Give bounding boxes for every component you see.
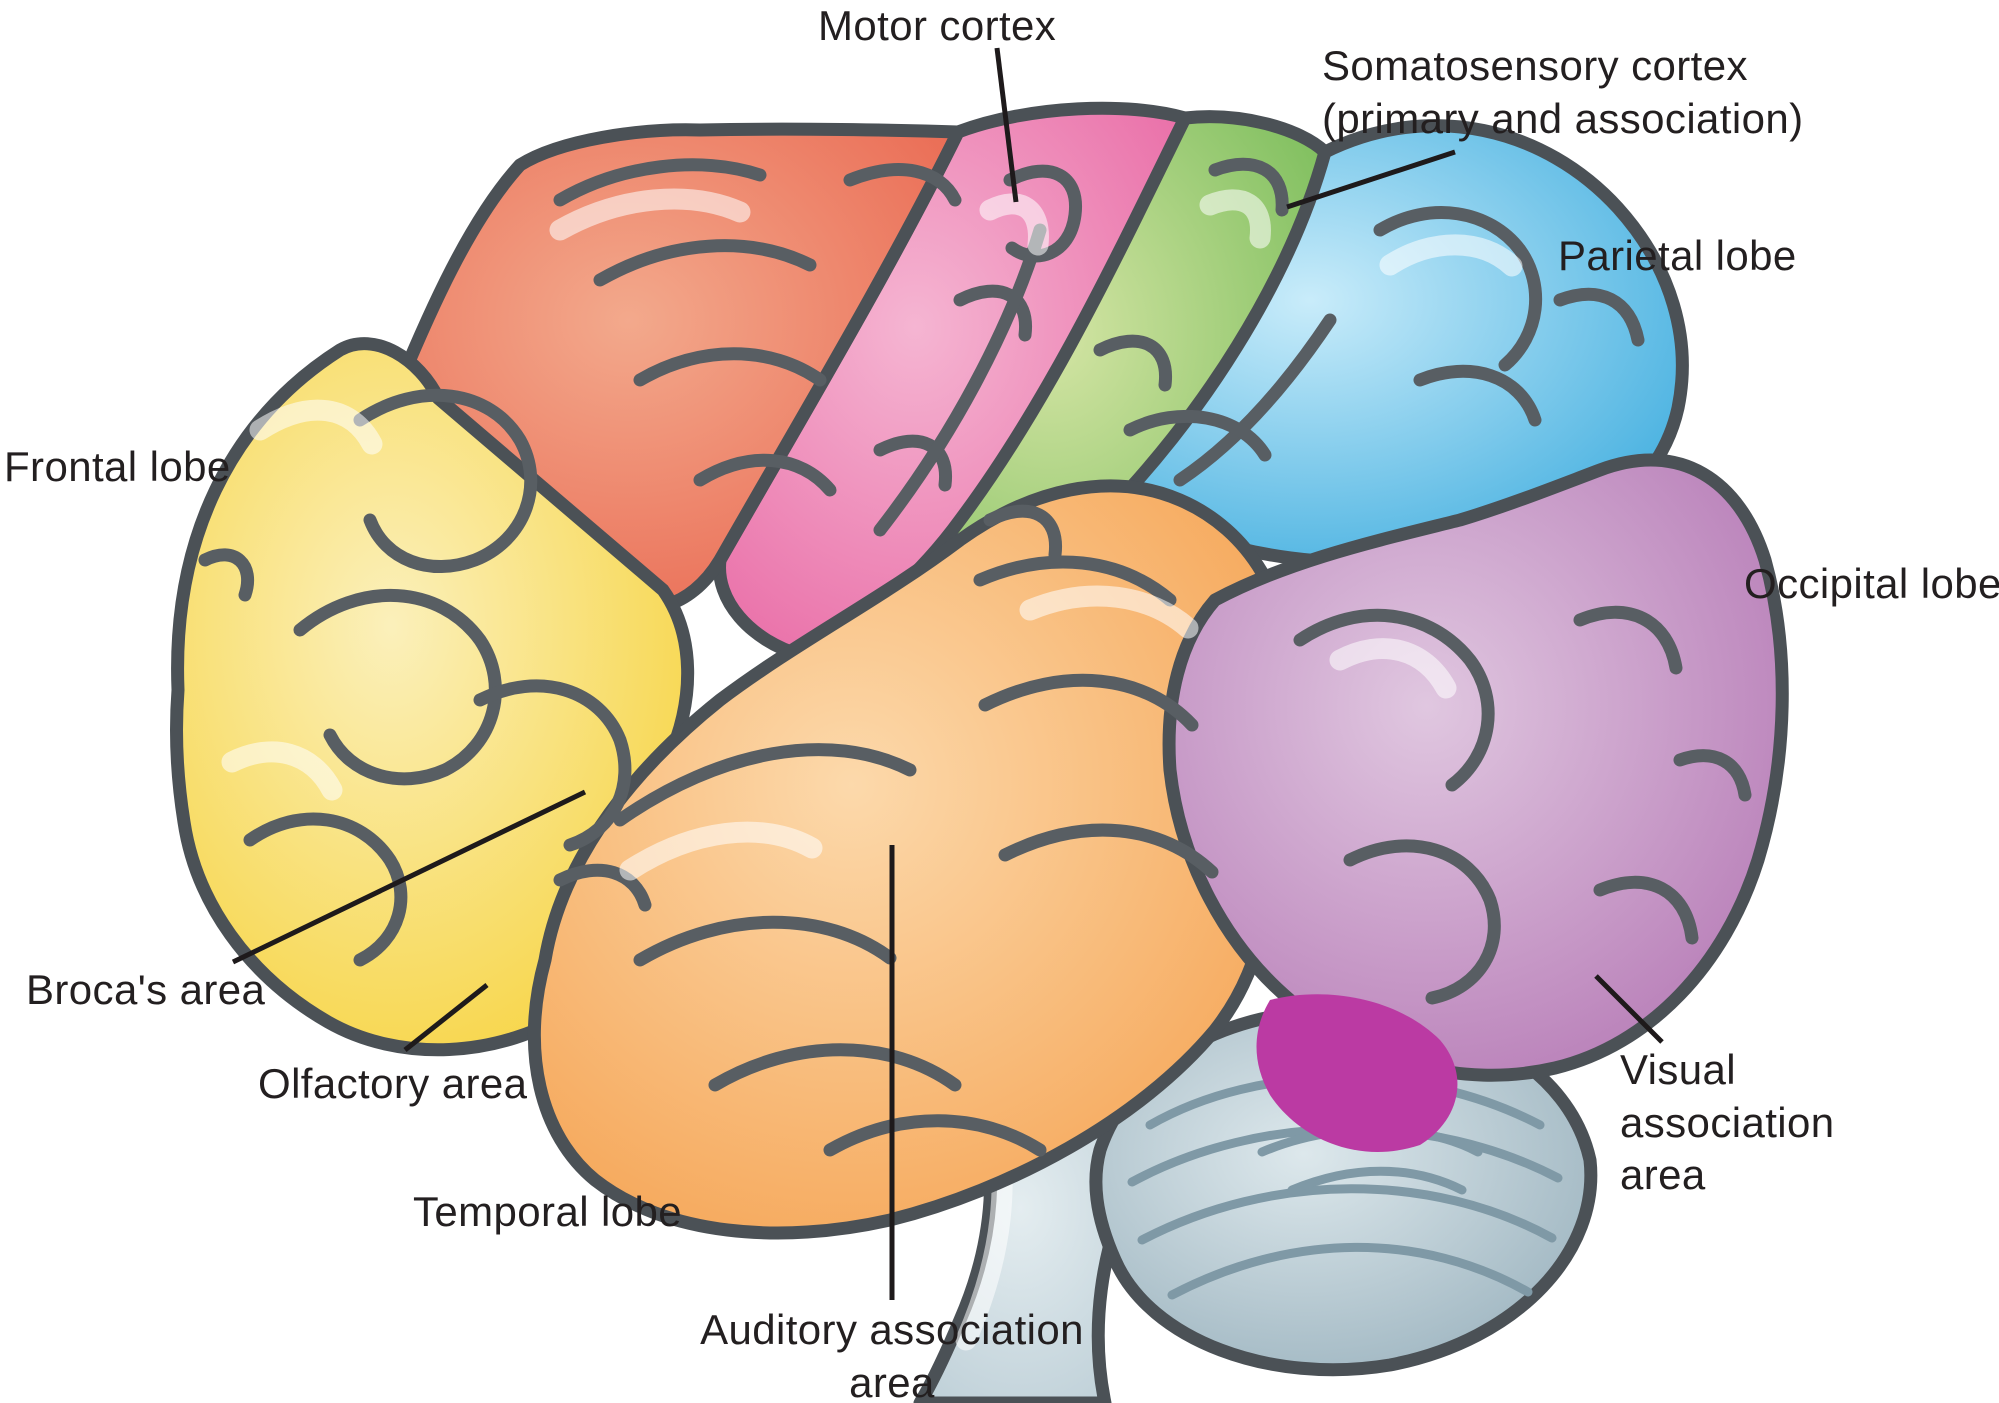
motor-gyrus-line — [873, 223, 1047, 537]
visual-association-area-leader-line — [1594, 974, 1664, 1044]
parietal-gyrus-line — [1173, 313, 1337, 487]
occipital-gyrus-line — [1573, 605, 1683, 675]
label-olfactory-area: Olfactory area — [258, 1058, 527, 1111]
temporal-highlight — [1019, 585, 1199, 639]
premotor-gyrus-line — [553, 158, 767, 207]
occipital-highlight — [1329, 638, 1457, 699]
label-auditory-association-area: Auditory association area — [700, 1304, 1084, 1403]
premotor-gyrus-line — [593, 239, 817, 287]
label-visual-association-area: Visual association area — [1620, 1044, 1835, 1202]
label-brocas-area-text: Broca's area — [26, 966, 266, 1013]
label-visual-association-area-line3: area — [1620, 1151, 1706, 1198]
somatosensory-cortex-leader-line — [1286, 149, 1456, 210]
occipital-gyrus-line — [1293, 608, 1495, 792]
label-temporal-lobe-text: Temporal lobe — [413, 1188, 683, 1235]
label-auditory-association-area-line2: area — [849, 1358, 935, 1403]
label-visual-association-area-line1: Visual — [1620, 1046, 1737, 1093]
olfactory-area-leader-line — [403, 983, 489, 1052]
cerebellum-striation — [1287, 1166, 1467, 1195]
motor-gyrus-line — [873, 434, 953, 492]
label-motor-cortex-text: Motor cortex — [818, 2, 1057, 49]
label-parietal-lobe-text: Parietal lobe — [1558, 232, 1797, 279]
premotor-gyrus-line — [633, 347, 827, 387]
label-somatosensory-cortex: Somatosensory cortex (primary and associ… — [1322, 40, 1804, 145]
label-frontal-lobe: Frontal lobe — [4, 441, 231, 494]
temporal-gyrus-line — [978, 673, 1199, 732]
temporal-gyrus-line — [708, 1043, 962, 1092]
label-somatosensory-cortex-line1: Somatosensory cortex — [1322, 42, 1748, 89]
motor-gyrus-line — [953, 284, 1033, 342]
parietal-gyrus-line — [1553, 287, 1645, 347]
temporal-gyrus-line — [823, 1114, 1047, 1157]
frontal-gyrus-line — [473, 679, 632, 852]
temporal-gyrus-line — [973, 555, 1177, 607]
label-somatosensory-cortex-line2: (primary and association) — [1322, 94, 1804, 142]
premotor-highlight — [549, 188, 751, 241]
occipital-temporal-blend-patch — [1256, 994, 1458, 1152]
cerebellum-striation — [1137, 1184, 1557, 1245]
parietal-gyrus-line — [1413, 364, 1542, 427]
label-olfactory-area-text: Olfactory area — [258, 1060, 528, 1107]
somatosensory-gyrus-line — [1093, 334, 1173, 392]
somatosensory-gyrus-line — [983, 504, 1063, 562]
occipital-gyrus-line — [1673, 749, 1752, 802]
parietal-gyrus-line — [1123, 409, 1272, 462]
somatosensory-highlight — [1199, 189, 1271, 249]
occipital-gyrus-line — [1343, 839, 1501, 1005]
label-frontal-lobe-text: Frontal lobe — [4, 443, 231, 490]
temporal-highlight — [619, 821, 823, 881]
temporal-gyrus-line — [613, 743, 917, 827]
motor-highlight — [979, 193, 1049, 256]
label-auditory-association-area-line1: Auditory association — [700, 1306, 1084, 1353]
label-parietal-lobe: Parietal lobe — [1558, 230, 1797, 283]
label-temporal-lobe: Temporal lobe — [413, 1186, 682, 1239]
label-occipital-lobe: Occipital lobe — [1744, 558, 1999, 611]
label-motor-cortex: Motor cortex — [818, 0, 1056, 53]
motor-cortex-leader-line — [994, 47, 1019, 203]
frontal-gyrus-line — [553, 863, 652, 912]
frontal-gyrus-line — [243, 812, 408, 967]
frontal-gyrus-line — [353, 388, 538, 574]
cerebellum-striation — [1167, 1242, 1533, 1300]
temporal-gyrus-line — [998, 823, 1219, 879]
somatosensory-gyrus-line — [1208, 157, 1289, 217]
parietal-gyrus-line — [1373, 206, 1543, 372]
label-visual-association-area-line2: association — [1620, 1098, 1835, 1146]
premotor-gyrus-line — [693, 453, 837, 497]
frontal-gyrus-line — [198, 548, 255, 602]
frontal-highlight — [221, 741, 343, 801]
parietal-highlight — [1379, 234, 1523, 277]
frontal-highlight — [249, 399, 383, 455]
brocas-area-leader-line — [231, 789, 587, 965]
temporal-gyrus-line — [633, 915, 897, 967]
label-brocas-area: Broca's area — [26, 964, 265, 1017]
occipital-gyrus-line — [1593, 875, 1699, 945]
premotor-gyrus-line — [843, 163, 962, 207]
label-occipital-lobe-text: Occipital lobe — [1744, 560, 1999, 607]
